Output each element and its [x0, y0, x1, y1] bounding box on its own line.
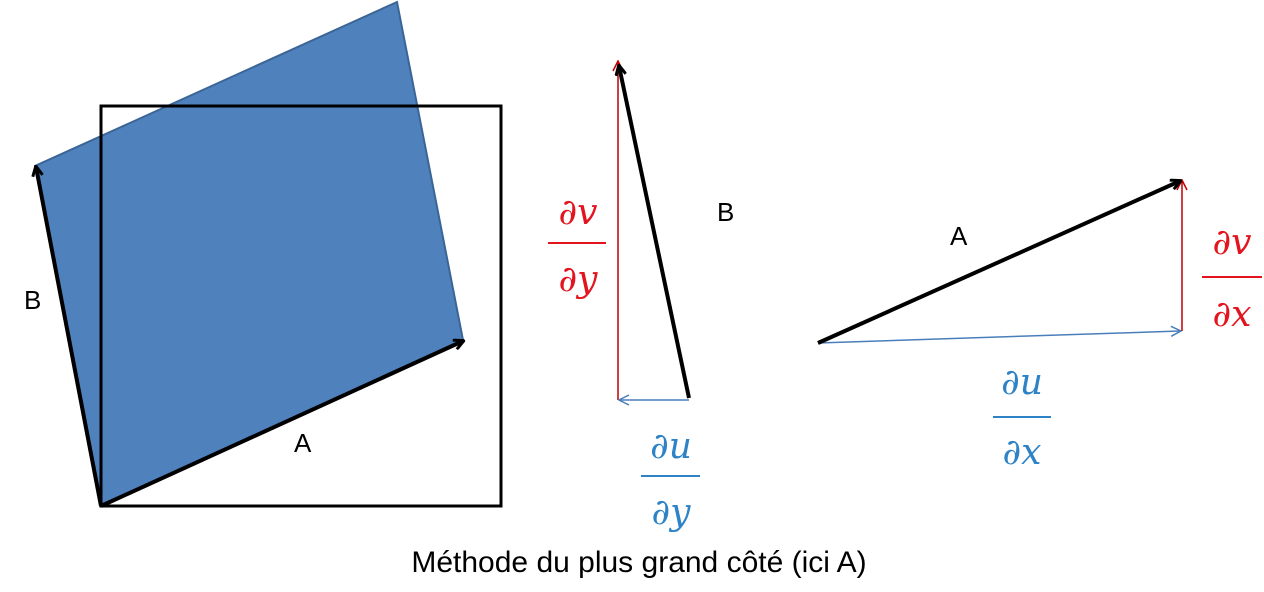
diagram-caption: Méthode du plus grand côté (ici A) — [411, 546, 866, 579]
fraction-denominator: ∂x — [1213, 294, 1252, 335]
middle-figure: B ∂v ∂y ∂u ∂y — [548, 62, 734, 533]
label-b-middle: B — [717, 197, 734, 227]
fraction-dv-dy: ∂v ∂y — [548, 192, 606, 300]
fraction-denominator: ∂y — [652, 492, 692, 533]
fraction-du-dy: ∂u ∂y — [641, 426, 700, 533]
vector-a-arrow — [817, 181, 1180, 345]
vector-b-arrow — [36, 167, 103, 507]
fraction-denominator: ∂y — [559, 259, 599, 300]
label-b-left: B — [24, 285, 41, 315]
fraction-numerator: ∂u — [650, 426, 692, 467]
fraction-du-dx: ∂u ∂x — [993, 362, 1051, 473]
reference-square — [99, 104, 503, 508]
vector-b-arrow — [619, 66, 691, 399]
fraction-numerator: ∂v — [559, 192, 598, 233]
fraction-dv-dx: ∂v ∂x — [1202, 222, 1262, 335]
deformed-parallelogram — [33, 0, 465, 508]
du-dx-component-arrow — [817, 331, 1180, 344]
fraction-denominator: ∂x — [1003, 432, 1042, 473]
label-a-right: A — [950, 221, 968, 251]
fraction-numerator: ∂u — [1001, 362, 1043, 403]
left-figure: A B — [24, 0, 503, 508]
label-a-left: A — [294, 428, 312, 458]
fraction-numerator: ∂v — [1213, 222, 1252, 263]
right-figure: A ∂v ∂x ∂u ∂x — [817, 181, 1262, 473]
vector-a-arrow — [100, 341, 463, 508]
